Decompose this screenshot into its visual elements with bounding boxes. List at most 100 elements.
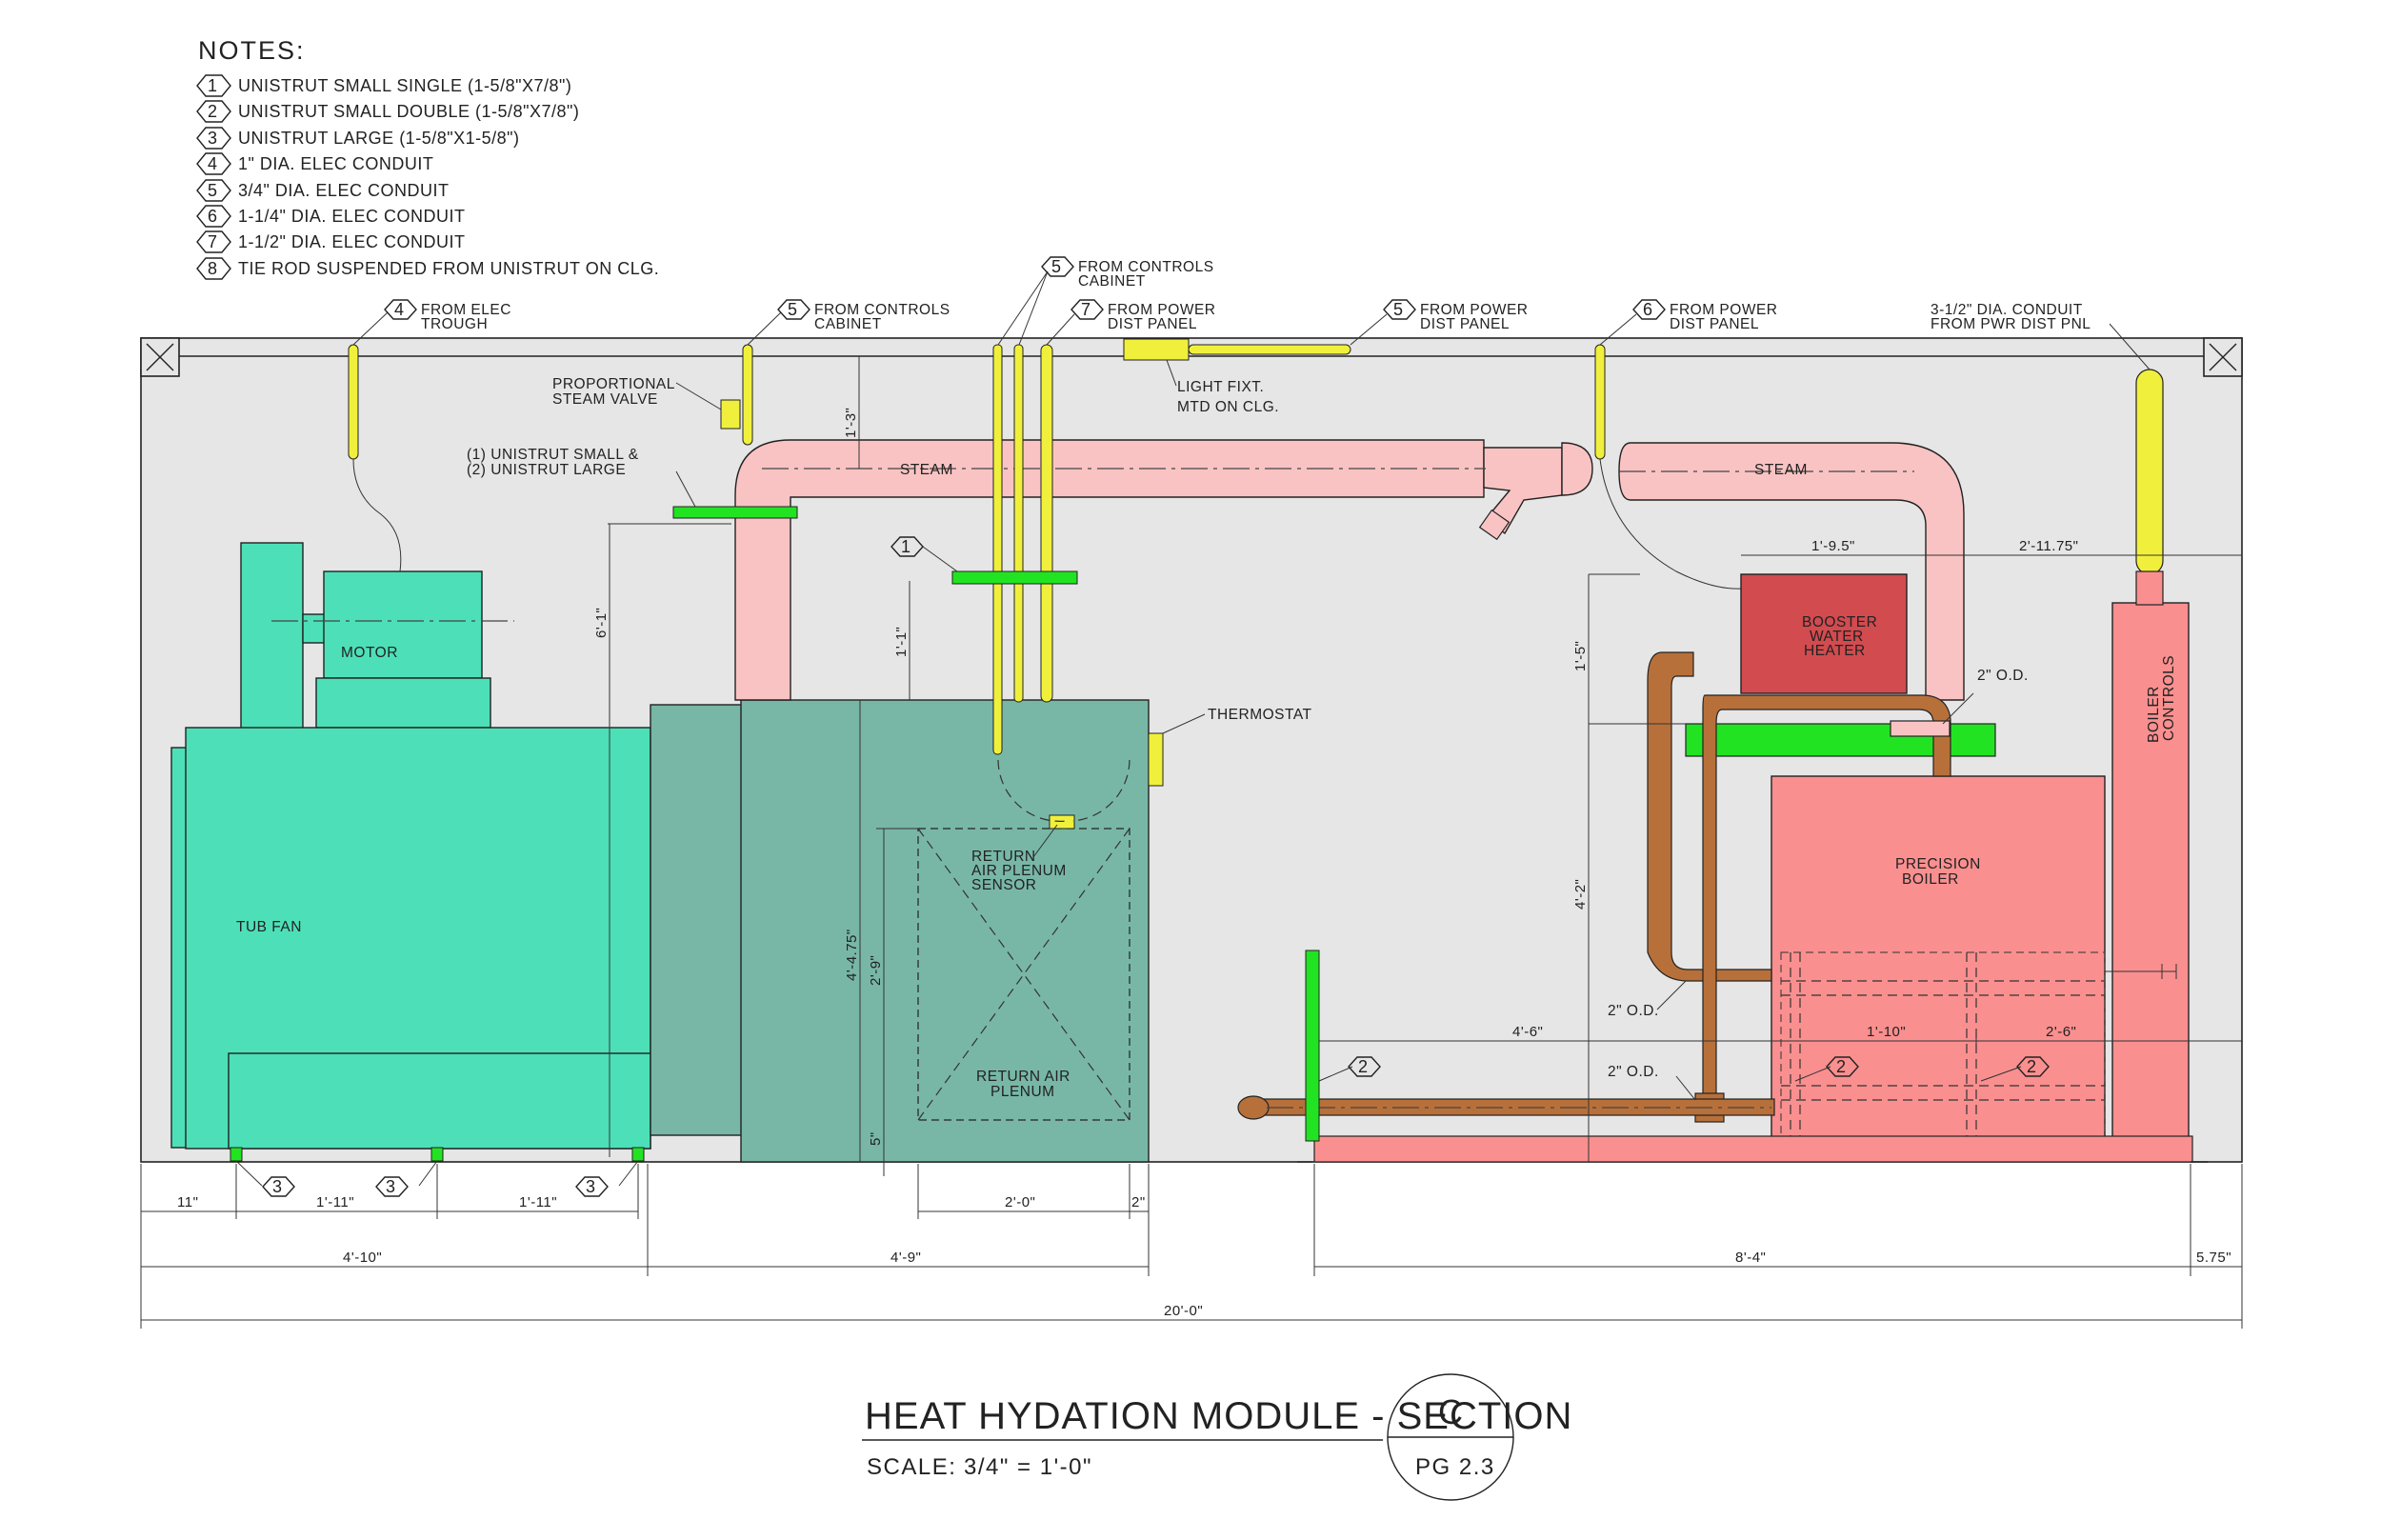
unistrut-3-group: 3 3 3 (235, 1160, 639, 1197)
dim-1-1: 1'-1" (893, 627, 910, 657)
tub-fan-base (228, 1052, 651, 1150)
proportional-steam-valve (720, 399, 741, 430)
callout-controls-b-hex (1041, 256, 1074, 277)
callout-power-7: 7 FROM POWER DIST PANEL (1046, 299, 1215, 346)
od-mid-label: 2" O.D. (1608, 1003, 1659, 1019)
note-1: 1 UNISTRUT SMALL SINGLE (1-5/8"X7/8") (196, 74, 571, 97)
note-6-number: 6 (208, 207, 218, 226)
boiler-controls-cabinet (2111, 602, 2190, 1161)
callout-controls-b-l2: CABINET (1078, 273, 1146, 290)
callout-power-7-leader (1046, 313, 1075, 346)
corner-tie-box-right-x2 (2209, 343, 2237, 371)
callout-elec-trough: 4 FROM ELEC TROUGH (352, 299, 510, 346)
callout-power-6-hex (1632, 299, 1666, 320)
thermostat (1148, 732, 1164, 787)
note-2: 2 UNISTRUT SMALL DOUBLE (1-5/8"X7/8") (196, 100, 579, 123)
callout-power-5-l1: FROM POWER (1420, 302, 1529, 318)
callout-power-6-l2: DIST PANEL (1670, 316, 1759, 332)
od-low-label: 2" O.D. (1608, 1064, 1659, 1080)
callout-power-6-num: 6 (1643, 300, 1653, 319)
light-fixture-label-2: MTD ON CLG. (1177, 399, 1279, 415)
callout-controls-a-l1: FROM CONTROLS (814, 302, 950, 318)
od-top-label: 2" O.D. (1977, 668, 2029, 684)
steam-piping: STEAM STEAM PROPORTIONAL STEAM VALVE (1)… (467, 376, 1965, 701)
scale-value: 3/4" = 1'-0" (964, 1454, 1092, 1480)
note-4: 4 1" DIA. ELEC CONDUIT (196, 152, 433, 175)
unistrut-large-foot-1 (230, 1147, 243, 1162)
callout-power-5-hex (1383, 299, 1416, 320)
conduit-power-6 (1594, 344, 1606, 460)
conduit-controls-1 (992, 344, 1003, 755)
unistrut-2a-hex (1348, 1056, 1381, 1077)
sensor-wire-arc-left (997, 759, 1068, 822)
callout-controls-a-hex (777, 299, 810, 320)
copper-left-loop (1647, 651, 1772, 982)
callout-elec-trough-hex (384, 299, 417, 320)
callout-power-7-num: 7 (1081, 300, 1091, 319)
note-8-hex-marker (196, 257, 231, 280)
strainer-cap (1478, 509, 1511, 541)
callout-controls-a-l2: CABINET (814, 316, 882, 332)
od-mid-leader (1656, 980, 1687, 1010)
steam-union-left (1561, 442, 1593, 496)
callout-controls-b: 5 FROM CONTROLS CABINET (997, 256, 1214, 346)
callout-conduit-3-1-2-l1: 3-1/2" DIA. CONDUIT (1931, 302, 2083, 318)
callout-elec-trough-leader (352, 311, 389, 346)
unistrut-3c-leader (618, 1160, 639, 1187)
dim-1-10: 1'-10" (1867, 1024, 1906, 1040)
dim-20-0: 20'-0" (1164, 1303, 1203, 1319)
unistrut-mix-label-1: (1) UNISTRUT SMALL & (467, 447, 639, 463)
note-4-hex-marker (196, 152, 231, 175)
unistrut-2a-leader (1318, 1066, 1353, 1082)
conduit-power-7 (1040, 344, 1053, 703)
return-air-plenum-label-2: PLENUM (990, 1084, 1055, 1100)
conduit-elec-trough (348, 344, 359, 460)
note-3-hex-marker (196, 127, 231, 150)
valve-label-2: STEAM VALVE (552, 391, 658, 408)
tub-fan-label: TUB FAN (236, 919, 302, 935)
note-4-number: 4 (208, 154, 218, 173)
thermostat-leader (1162, 713, 1206, 734)
callout-power-6: 6 FROM POWER DIST PANEL (1599, 299, 1777, 346)
copper-right-loop (1702, 694, 1951, 1106)
dim-11: 11" (177, 1194, 198, 1210)
unistrut-1-hex (890, 536, 924, 557)
steam-label-right: STEAM (1754, 462, 1808, 478)
return-air-unit: RETURN AIR PLENUM RETURN AIR PLENUM SENS… (740, 699, 1311, 1163)
note-5-number: 5 (208, 181, 218, 200)
unistrut-3c-num: 3 (586, 1177, 596, 1196)
unistrut-3a-num: 3 (272, 1177, 283, 1196)
note-5: 5 3/4" DIA. ELEC CONDUIT (196, 179, 449, 202)
booster-water-heater (1740, 573, 1908, 694)
steam-label-left: STEAM (900, 462, 953, 478)
dim-1-9-5: 1'-9.5" (1811, 538, 1855, 554)
note-5-text: 3/4" DIA. ELEC CONDUIT (238, 181, 449, 200)
callout-elec-trough-l2: TROUGH (421, 316, 488, 332)
copper-end-cap (1237, 1095, 1270, 1120)
dim-1-11-a: 1'-11" (316, 1194, 354, 1210)
callout-controls-b-l1: FROM CONTROLS (1078, 259, 1214, 275)
dim-5-75: 5.75" (2196, 1250, 2231, 1266)
booster-label-3: HEATER (1804, 643, 1866, 659)
booster-label-1: BOOSTER (1802, 614, 1877, 630)
callout-controls-b-num: 5 (1051, 257, 1062, 276)
valve-leader (675, 382, 722, 410)
unistrut-2c-num: 2 (2027, 1057, 2037, 1076)
light-fixture-leader (1166, 359, 1177, 387)
unistrut-3c-hex (575, 1176, 609, 1197)
drawing-title: HEAT HYDATION MODULE - SECTION (865, 1395, 1572, 1437)
boiler-assembly: BOOSTER WATER HEATER PRECISION BOILER BO… (1297, 570, 2208, 1163)
dim-4-4-75: 4'-4.75" (844, 929, 860, 981)
dim-5: 5" (868, 1131, 884, 1146)
note-5-hex-marker (196, 179, 231, 202)
sensor-label-3: SENSOR (971, 877, 1036, 893)
callout-power-5-num: 5 (1393, 300, 1404, 319)
callout-power-7-l2: DIST PANEL (1108, 316, 1197, 332)
unistrut-3a-leader (235, 1160, 263, 1187)
motor-base (315, 677, 491, 729)
unistrut-3b-num: 3 (386, 1177, 396, 1196)
boiler-label-1: PRECISION (1895, 856, 1981, 872)
sensor-wire-arc-right (1071, 759, 1130, 822)
dim-4-10: 4'-10" (343, 1250, 382, 1266)
conduit-3-1-2 (2135, 369, 2164, 575)
